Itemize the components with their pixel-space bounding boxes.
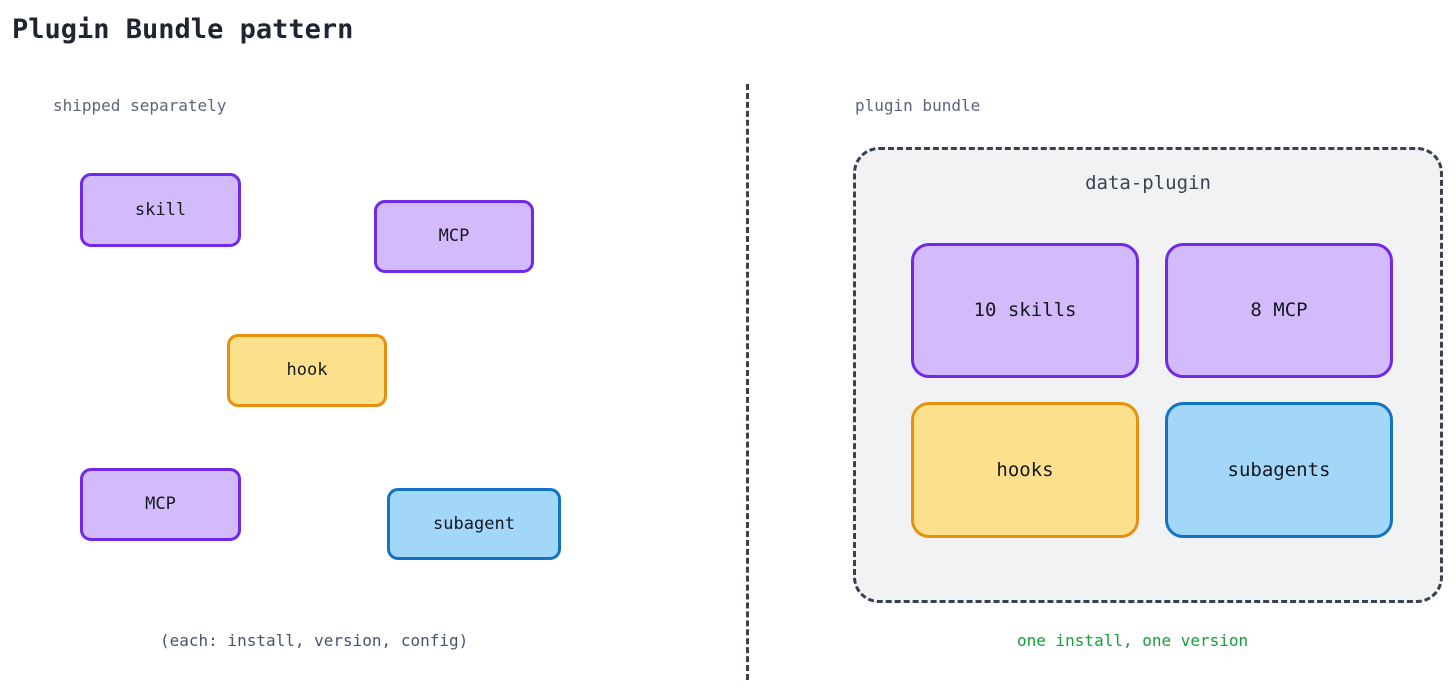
plugin-bundle-container: data-plugin 10 skills 8 MCP hooks subage… xyxy=(853,147,1443,603)
bundle-node-subagents[interactable]: subagents xyxy=(1165,402,1393,538)
bundle-title: data-plugin xyxy=(1085,172,1211,194)
panel-divider xyxy=(746,84,749,680)
bundle-node-mcp[interactable]: 8 MCP xyxy=(1165,243,1393,378)
node-mcp-top[interactable]: MCP xyxy=(374,200,534,273)
bundle-node-skills[interactable]: 10 skills xyxy=(911,243,1139,378)
node-mcp-bottom[interactable]: MCP xyxy=(80,468,241,541)
node-skill[interactable]: skill xyxy=(80,173,241,247)
bundle-node-hooks[interactable]: hooks xyxy=(911,402,1139,538)
page-title: Plugin Bundle pattern xyxy=(12,14,354,45)
right-panel-label: plugin bundle xyxy=(855,96,981,115)
node-subagent[interactable]: subagent xyxy=(387,488,561,560)
right-panel-caption: one install, one version xyxy=(1017,631,1249,650)
left-panel-caption: (each: install, version, config) xyxy=(160,631,469,650)
node-hook[interactable]: hook xyxy=(227,334,387,407)
left-panel-label: shipped separately xyxy=(53,96,227,115)
